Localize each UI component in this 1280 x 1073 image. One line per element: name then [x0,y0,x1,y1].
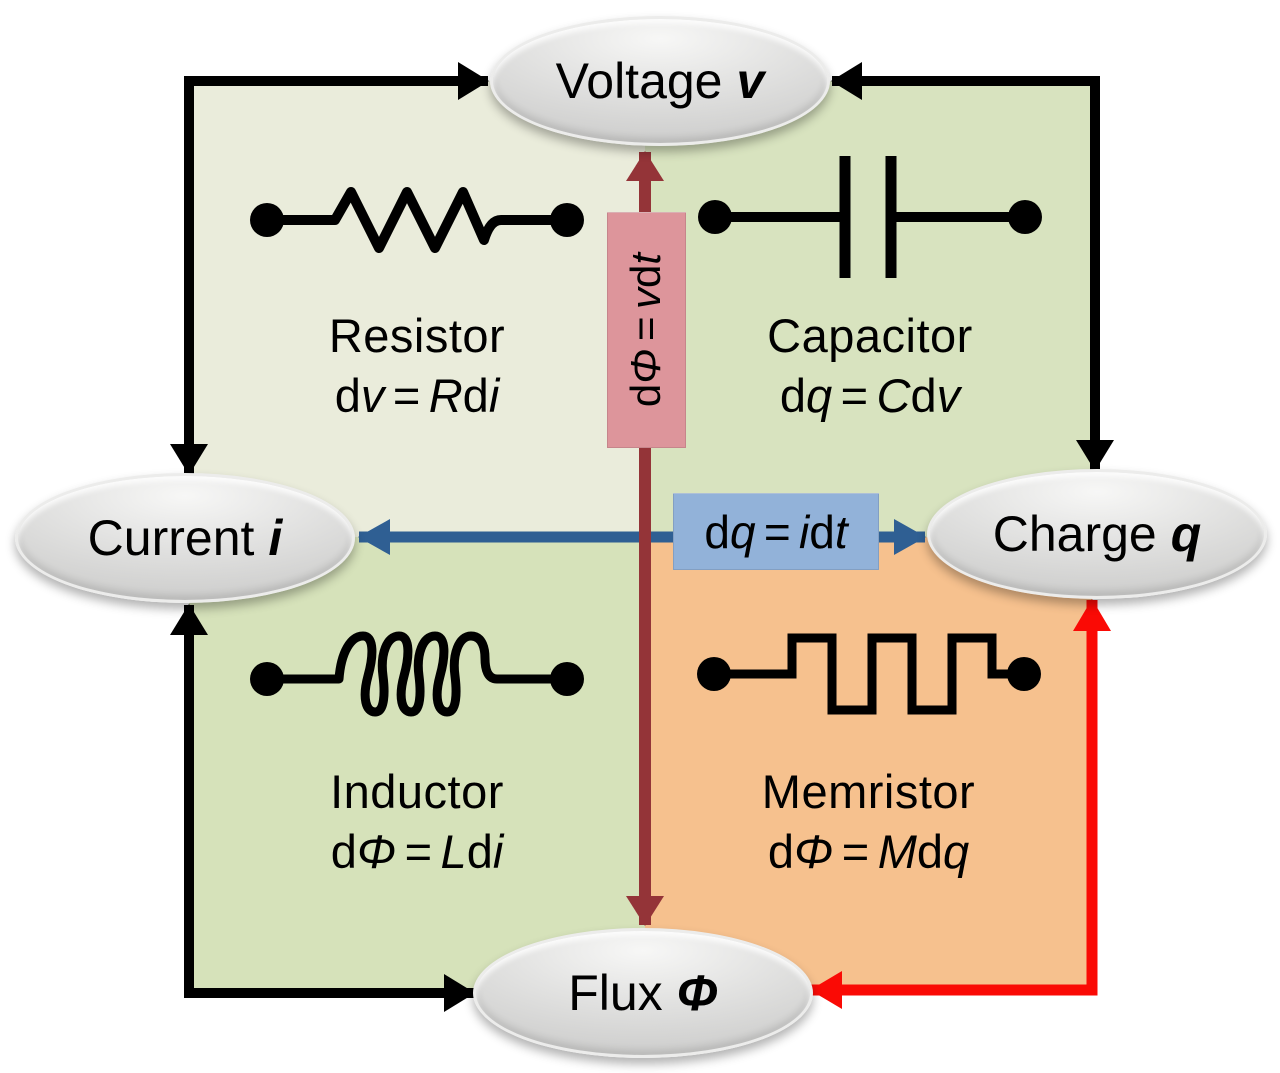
charge-current-relation-label: dq=idt [673,493,879,570]
flux-voltage-relation-label: dΦ=vdt [607,212,686,448]
quadrant-resistor: Resistor dv=Rdi [189,81,645,537]
node-current-label: Current [87,510,255,566]
capacitor-equation: dq=Cdv [779,369,961,422]
memristor-symbol-wrap [694,609,1044,739]
node-flux-symbol: Φ [676,965,718,1021]
quadrant-label-memristor: Memristor [761,765,976,818]
quadrant-memristor: Memristor dΦ=Mdq [645,537,1092,990]
inductor-symbol-icon [250,631,584,717]
resistor-symbol-wrap [247,153,587,283]
charge-current-equation: dq=idt [704,505,848,558]
node-charge-symbol: q [1170,506,1202,562]
flux-voltage-equation: dΦ=vdt [622,252,670,408]
node-voltage-symbol: v [736,53,765,109]
capacitor-symbol-wrap [695,153,1045,283]
memristor-equation: dΦ=Mdq [767,825,970,878]
quadrant-label-capacitor: Capacitor [767,309,973,362]
node-charge-label: Charge [992,506,1157,562]
node-flux-label: Flux [568,965,663,1021]
quadrant-label-resistor: Resistor [328,309,506,362]
node-current-symbol: i [268,510,283,566]
quadrant-label-inductor: Inductor [330,765,504,818]
inductor-equation: dΦ=Ldi [330,825,504,878]
quadrant-inductor: Inductor dΦ=Ldi [189,537,645,993]
inductor-symbol-wrap [247,609,587,739]
memristor-symbol-icon [696,633,1041,715]
node-voltage-label: Voltage [555,53,723,109]
capacitor-symbol-icon [698,156,1042,278]
quadrant-capacitor: Capacitor dq=Cdv [645,81,1095,537]
resistor-equation: dv=Rdi [334,369,500,422]
resistor-symbol-icon [250,187,584,253]
